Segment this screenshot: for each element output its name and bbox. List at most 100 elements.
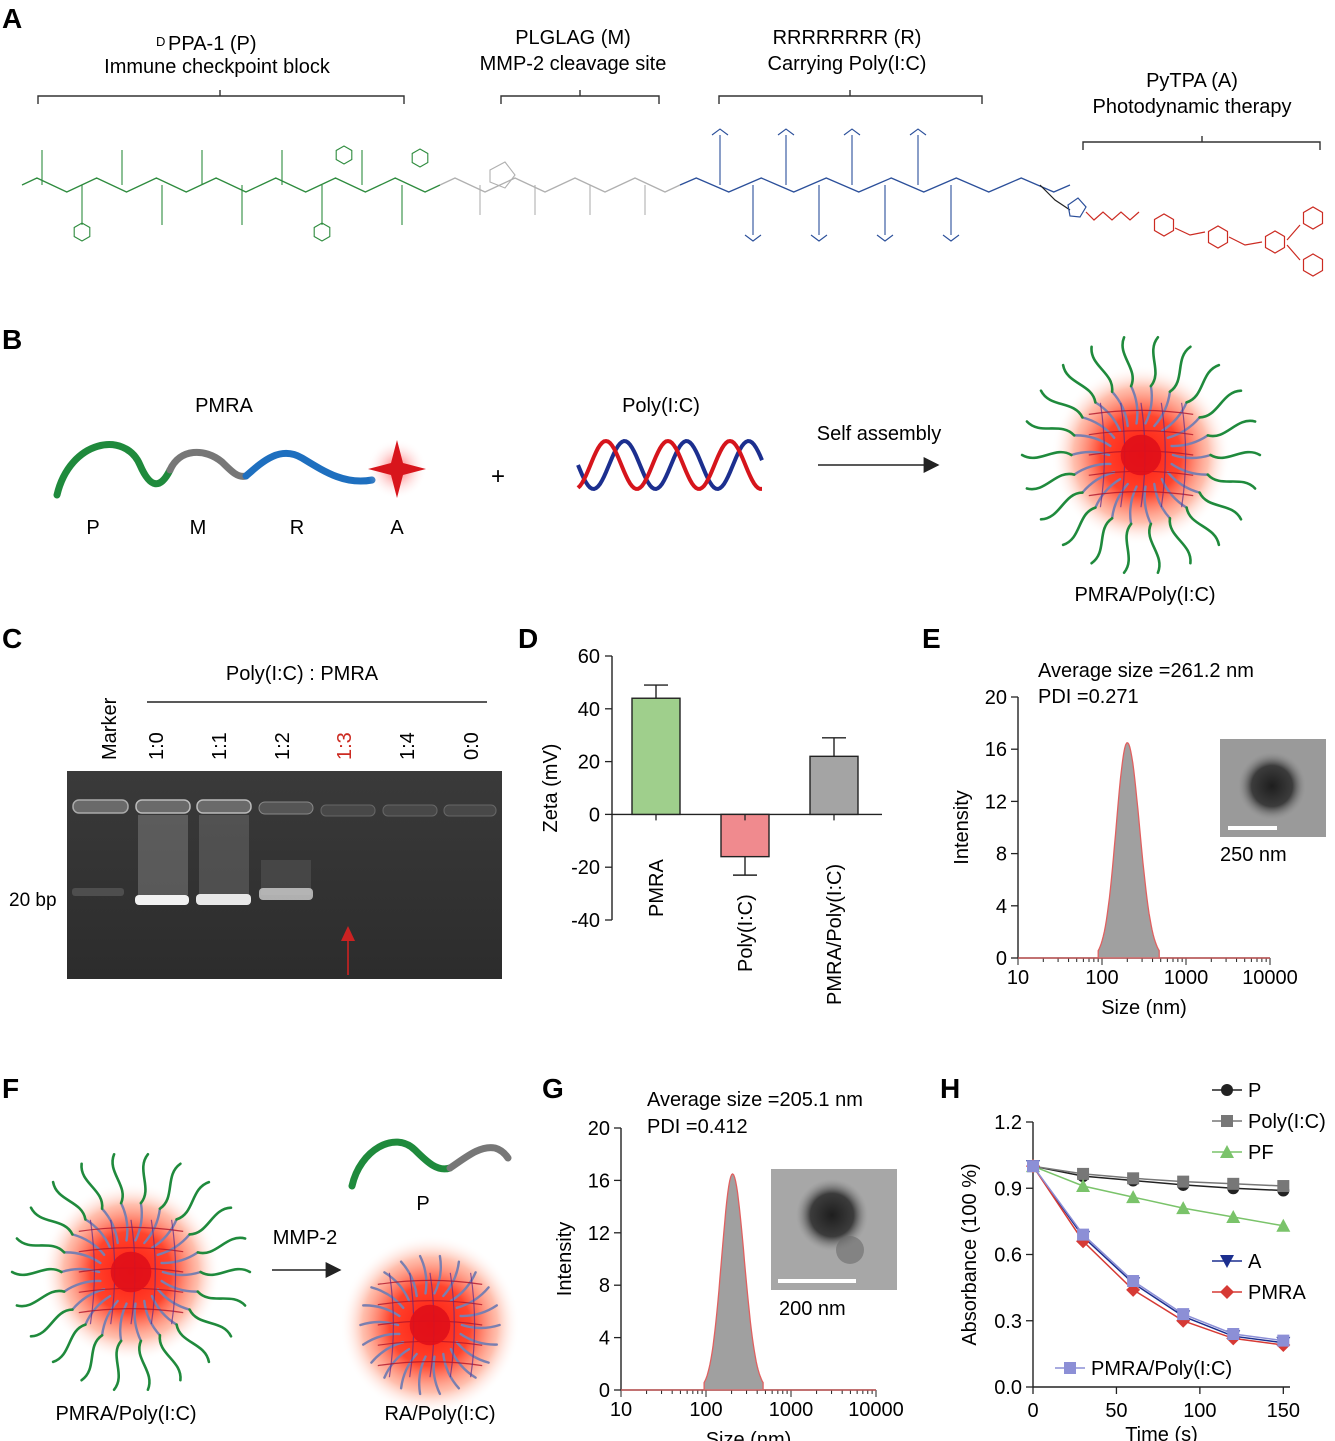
- polymer-arm: [1129, 485, 1138, 526]
- polyic-strand: [1181, 402, 1187, 508]
- peptide-arm: [188, 1206, 233, 1236]
- series-pmra-poly-i-c-: [1027, 1160, 1290, 1347]
- group-title-p: PPA-1 (P): [168, 33, 257, 55]
- x-axis-label: Size (nm): [1101, 997, 1187, 1019]
- polyic-strand: [470, 1272, 476, 1378]
- polyic-strand: [377, 1300, 483, 1306]
- aromatic-ring: [411, 148, 429, 168]
- polymer-arm: [1153, 482, 1172, 520]
- peptide-arm: [196, 1236, 247, 1255]
- gel-well: [258, 801, 314, 815]
- self-assembly-label: Self assembly: [817, 423, 942, 445]
- polyic-label: Poly(I:C): [622, 395, 700, 417]
- segment-p: [53, 441, 174, 499]
- legend-label: A: [1248, 1251, 1262, 1273]
- guanidine-group: [744, 234, 762, 242]
- polymer-arm: [442, 1352, 461, 1390]
- aromatic-ring: [335, 145, 353, 165]
- polyic-strand: [377, 1361, 483, 1367]
- alkyl-chain: [1085, 211, 1140, 221]
- segment-label-m: M: [190, 517, 207, 539]
- tem-particle-shadow: [836, 1236, 864, 1264]
- aromatic-ring: [1207, 225, 1229, 249]
- peptide-arm: [10, 1267, 63, 1277]
- polymer-arm: [1073, 434, 1112, 448]
- structure-m-segment: [439, 161, 681, 215]
- peptide-arm: [1168, 345, 1192, 393]
- plus-sign: +: [491, 463, 505, 490]
- peptide-arm: [80, 1162, 104, 1210]
- segment-m: [446, 1144, 512, 1172]
- polymer-arm: [150, 1294, 178, 1326]
- double-helix-icon: [576, 438, 764, 492]
- peptide-arm: [1168, 517, 1192, 565]
- y-tick-label: 0.0: [994, 1377, 1022, 1399]
- peptide-arm: [111, 1153, 124, 1205]
- nanoparticle-icon: [10, 1153, 252, 1391]
- guanidine-group: [810, 234, 828, 242]
- structure-a-segment: [1039, 184, 1324, 277]
- gel-image: [67, 771, 502, 979]
- polymer-arm: [362, 1332, 401, 1346]
- backbone: [679, 177, 1071, 193]
- polymer-arm: [100, 1207, 119, 1245]
- polymer-arm: [1094, 401, 1122, 433]
- series-line: [1032, 1165, 1284, 1192]
- peptide-arm: [139, 1153, 150, 1205]
- peptide-arm: [112, 1339, 123, 1391]
- aromatic-ring: [73, 222, 91, 242]
- data-point: [1220, 1285, 1234, 1299]
- lane-label-marker: Marker: [99, 697, 121, 760]
- polymer-arm: [63, 1279, 102, 1293]
- peptide-arm: [1148, 522, 1161, 574]
- peptide-arm: [15, 1289, 66, 1308]
- polymer-arm: [71, 1233, 106, 1256]
- x-tick-label: 100: [689, 1399, 722, 1421]
- gel-well: [135, 799, 191, 814]
- panel-letter: C: [2, 623, 22, 654]
- lane-label: 1:4: [397, 732, 419, 760]
- x-tick-label: 50: [1105, 1400, 1127, 1422]
- peptide-arm: [1185, 506, 1221, 547]
- y-tick-label: 0: [599, 1380, 610, 1402]
- y-axis-label: Intensity: [951, 790, 973, 864]
- panel-letter: H: [940, 1073, 960, 1104]
- peptide-arm: [1025, 472, 1076, 491]
- y-tick-label: 0: [589, 804, 600, 826]
- panel-c: C Poly(I:C) : PMRA Marker 1:0 1:1 1:2 1:…: [2, 623, 502, 979]
- panel-letter: G: [542, 1073, 564, 1104]
- data-point: [1077, 1228, 1090, 1241]
- polymer-arm: [1143, 485, 1153, 526]
- data-point: [1127, 1275, 1140, 1287]
- legend-entry: A: [1212, 1251, 1262, 1273]
- data-point: [1027, 1160, 1039, 1173]
- guanidine-group: [777, 128, 795, 136]
- scalebar-label: 200 nm: [779, 1298, 846, 1320]
- bracket: [718, 90, 983, 104]
- polymer-arm: [1166, 416, 1201, 439]
- tem-particle: [1238, 752, 1306, 820]
- y-tick-label: -40: [571, 910, 600, 932]
- series-line: [1032, 1165, 1284, 1187]
- polymer-arm: [63, 1251, 102, 1265]
- product-label: PMRA/Poly(I:C): [1074, 584, 1215, 606]
- gel-smear: [199, 815, 249, 895]
- peptide-arm: [196, 1290, 247, 1307]
- gel-title: Poly(I:C) : PMRA: [226, 663, 379, 685]
- bracket: [37, 90, 405, 104]
- x-tick-label: 10: [610, 1399, 632, 1421]
- legend-label: P: [1248, 1080, 1261, 1102]
- tem-inset: [1220, 739, 1326, 837]
- x-axis-label: Size (nm): [706, 1429, 792, 1441]
- y-tick-label: 4: [996, 896, 1007, 918]
- peptide-arm: [1039, 491, 1084, 521]
- lane-label-highlighted: 1:3: [334, 732, 356, 760]
- polymer-arm: [156, 1233, 191, 1256]
- peptide-arm: [199, 1267, 252, 1277]
- core-center: [110, 1251, 152, 1293]
- y-tick-label: 20: [578, 752, 600, 774]
- data-point: [1076, 1179, 1091, 1193]
- polymer-arm: [84, 1294, 112, 1326]
- guanidine-group: [711, 128, 729, 136]
- y-tick-label: 16: [985, 739, 1007, 761]
